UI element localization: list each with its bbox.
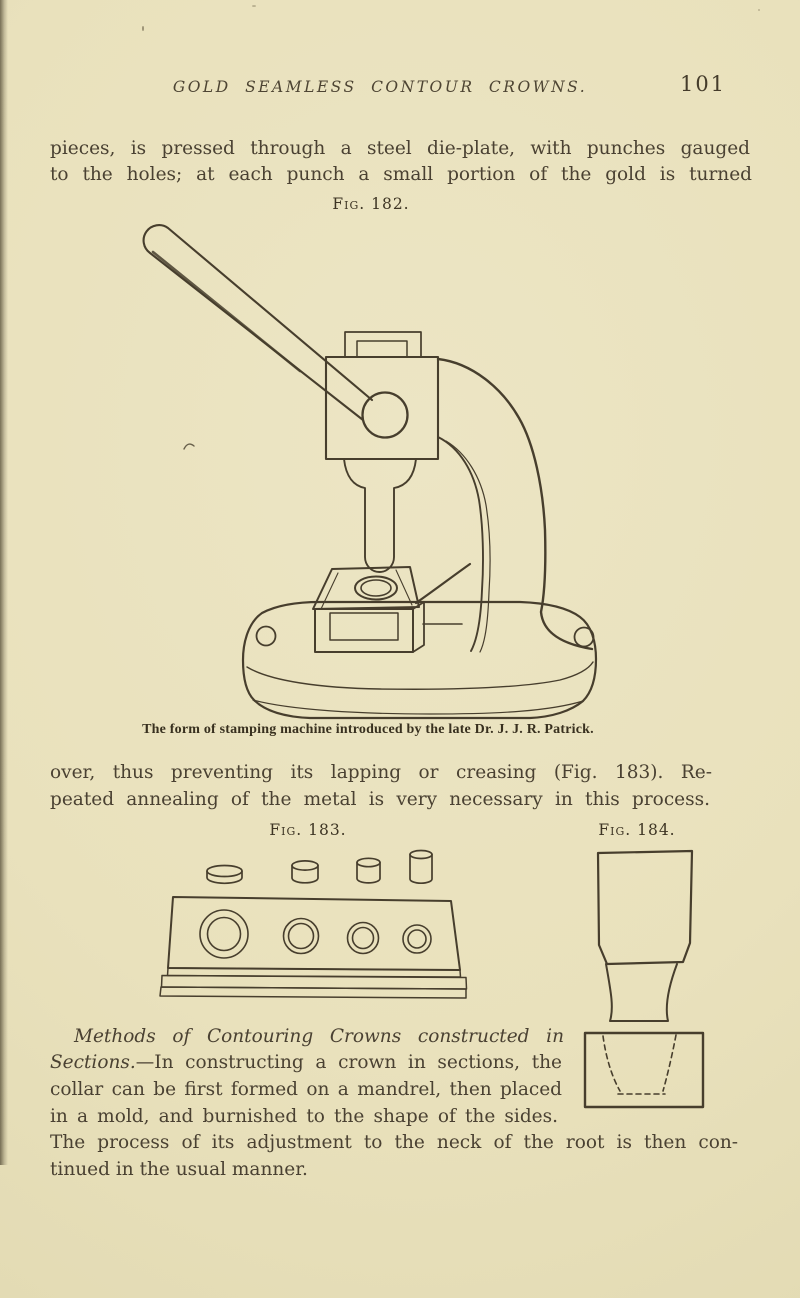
machine-plunger (343, 458, 417, 573)
machine-head-cap (344, 331, 422, 358)
ink-speck (252, 5, 256, 7)
machine-die-tray (312, 566, 420, 610)
machine-die-ring (354, 575, 398, 601)
crown-die-neck (605, 963, 678, 1022)
body-text-line: over, thus preventing its lapping or cre… (50, 762, 712, 783)
gold-blank-cylinder-tall (409, 849, 433, 885)
body-text-line: to the holes; at each punch a small port… (50, 164, 752, 185)
body-text-line: pieces, is pressed through a steel die-p… (50, 138, 750, 159)
gold-blank-disc (206, 864, 243, 885)
body-text-line: tinued in the usual manner. (50, 1159, 308, 1180)
body-text-line: The process of its adjustment to the nec… (50, 1132, 738, 1153)
fig182-label: Fig. 182. (332, 195, 410, 213)
machine-base-bolt-hole-right (573, 626, 595, 648)
machine-frame-arm-outer (436, 357, 594, 651)
die-plate-hole (199, 909, 432, 959)
machine-throat-arc (414, 562, 472, 605)
machine-base-bolt-hole-left (255, 625, 277, 647)
machine-frame-arm-inner (437, 436, 484, 652)
machine-pivot-boss (361, 391, 409, 439)
gold-blank-cylinder-medium (356, 857, 381, 884)
machine-base (241, 600, 598, 720)
page-gutter-shadow (0, 0, 8, 1165)
body-text-line: collar can be first formed on a mandrel,… (50, 1079, 562, 1100)
crown-die-block (596, 849, 694, 966)
die-plate-edge-steps (159, 967, 468, 999)
ink-curl (183, 443, 195, 450)
running-header-title: GOLD SEAMLESS CONTOUR CROWNS. (172, 78, 588, 96)
body-text-span: —In constructing a crown in sections, th… (135, 1052, 562, 1073)
fig183-label: Fig. 183. (269, 821, 347, 839)
section-heading-line: Methods of Contouring Crowns constructed… (74, 1026, 564, 1047)
fig184-label: Fig. 184. (598, 821, 676, 839)
machine-head-block (324, 355, 440, 461)
fig183-die-plate-drawing (159, 849, 468, 999)
body-text-line: Sections.—In constructing a crown in sec… (50, 1052, 562, 1074)
page-number: 101 (679, 72, 727, 96)
mold-cavity-dashed-outline (602, 1034, 677, 1095)
body-text-line: in a mold, and burnished to the shape of… (50, 1106, 558, 1127)
fig182-stamping-machine-drawing (142, 224, 598, 720)
body-text-line: peated annealing of the metal is very ne… (50, 789, 710, 810)
machine-lever-handle (142, 224, 374, 422)
section-heading-word: Sections. (50, 1052, 136, 1073)
mold-block (583, 1031, 705, 1109)
gold-blank-cylinder-short (291, 860, 319, 884)
fig182-caption: The form of stamping machine introduced … (142, 722, 594, 737)
fig184-crown-die-and-mold-drawing (583, 849, 705, 1109)
ink-speck (758, 9, 760, 11)
ink-speck (142, 26, 144, 31)
